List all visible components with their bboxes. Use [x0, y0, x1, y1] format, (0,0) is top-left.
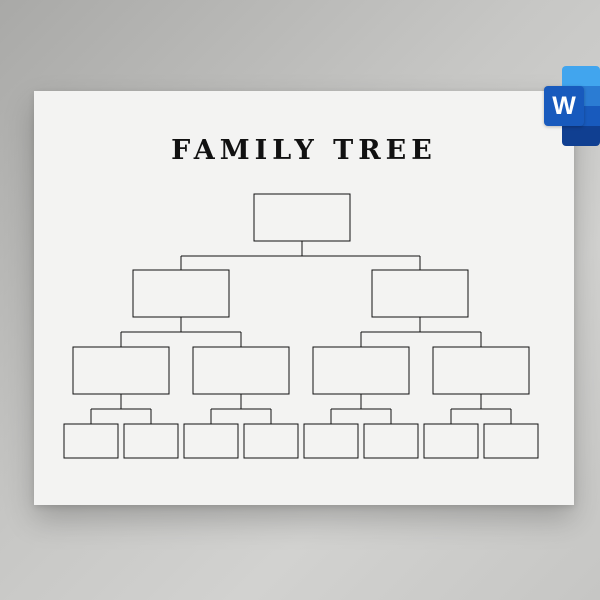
- tree-box-gen4-6[interactable]: [363, 423, 419, 459]
- tree-box-gen3-2[interactable]: [192, 346, 290, 395]
- tree-box-gen4-7[interactable]: [423, 423, 479, 459]
- tree-box-gen4-5[interactable]: [303, 423, 359, 459]
- document-page: FAMILY TREE: [34, 91, 574, 505]
- tree-box-gen4-2[interactable]: [123, 423, 179, 459]
- page-title: FAMILY TREE: [171, 135, 437, 166]
- word-icon: W: [542, 66, 600, 148]
- tree-box-gen3-3[interactable]: [312, 346, 410, 395]
- tree-box-gen1-1[interactable]: [253, 193, 351, 242]
- tree-box-gen3-1[interactable]: [72, 346, 170, 395]
- tree-box-gen4-8[interactable]: [483, 423, 539, 459]
- tree-box-gen2-2[interactable]: [371, 269, 469, 318]
- tree-box-gen2-1[interactable]: [132, 269, 230, 318]
- tree-box-gen4-1[interactable]: [63, 423, 119, 459]
- word-icon-band-4: [562, 126, 600, 146]
- tree-box-gen3-4[interactable]: [432, 346, 530, 395]
- tree-box-gen4-3[interactable]: [183, 423, 239, 459]
- word-icon-letter: W: [544, 86, 584, 126]
- family-tree-diagram: [63, 193, 539, 459]
- word-icon-band-1: [562, 66, 600, 86]
- tree-box-gen4-4[interactable]: [243, 423, 299, 459]
